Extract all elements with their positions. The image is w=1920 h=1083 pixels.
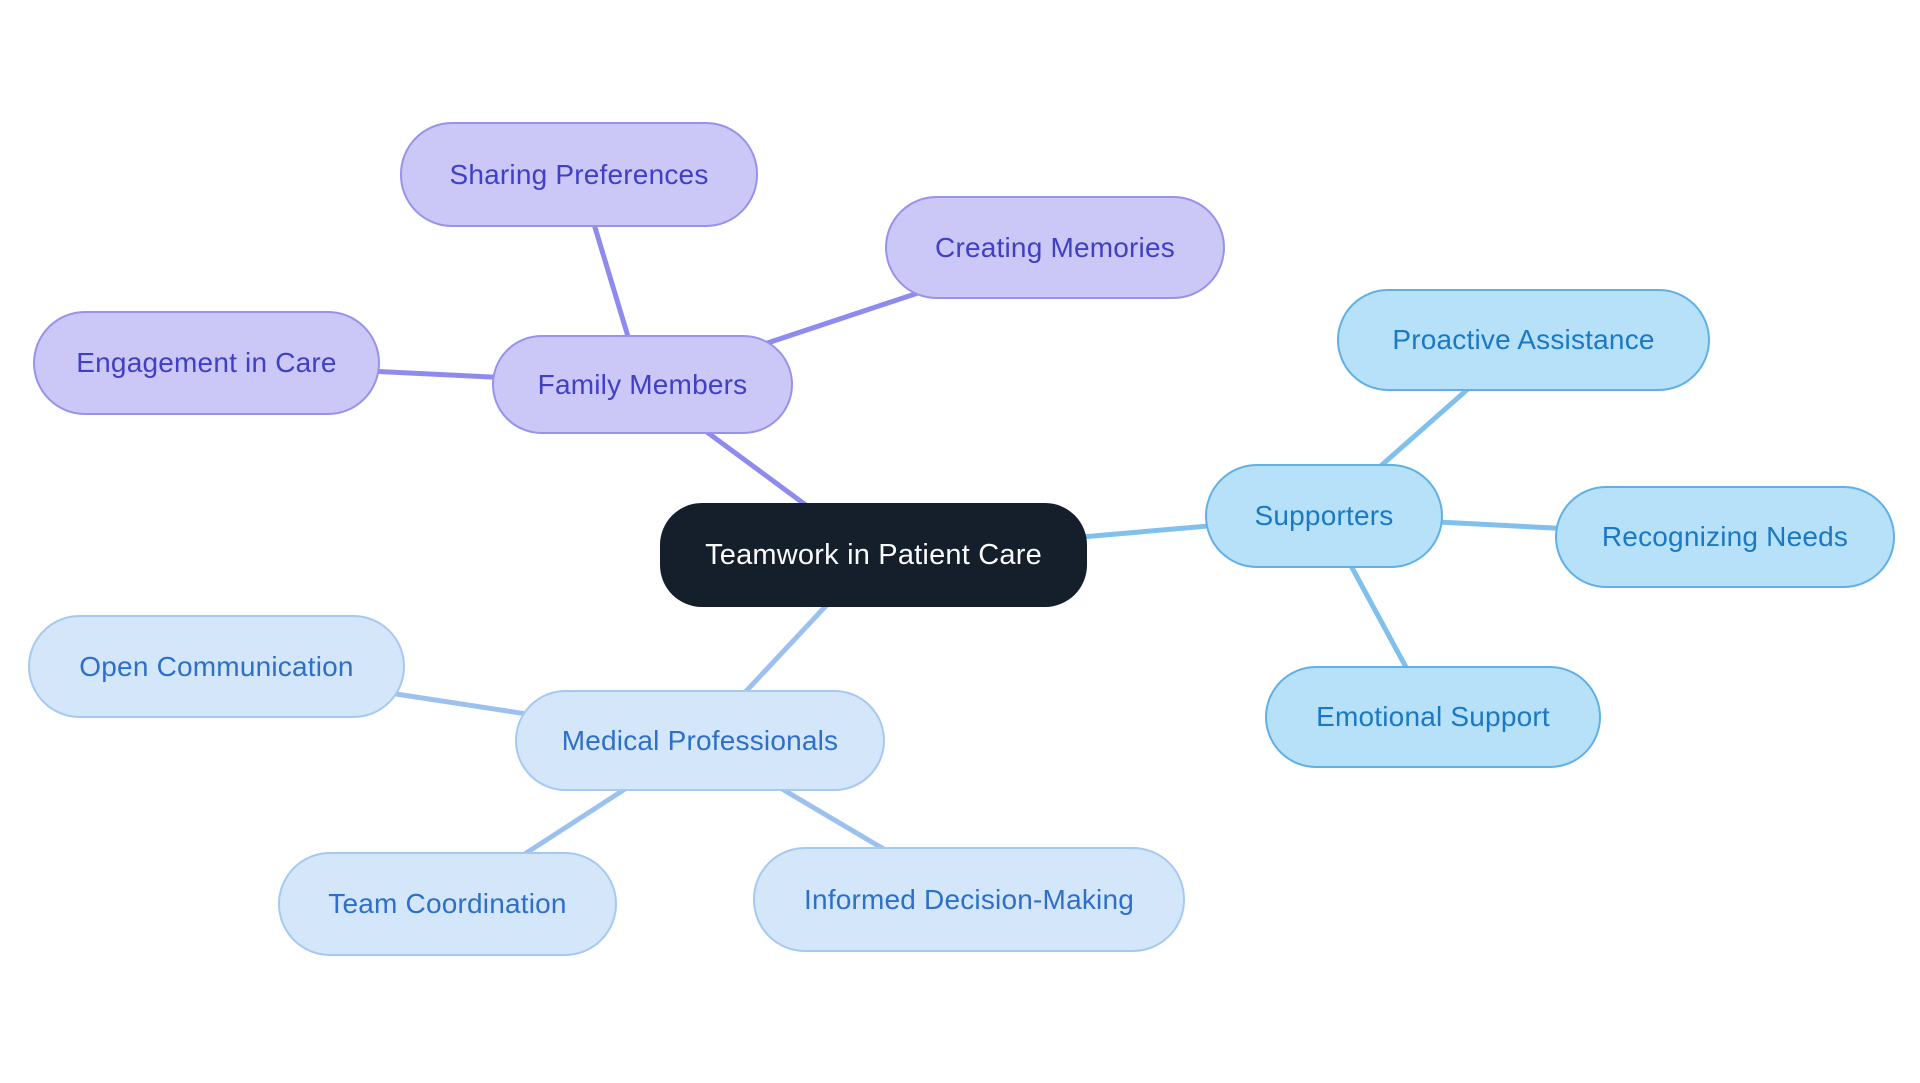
branch-node-medical-professionals[interactable]: Medical Professionals <box>515 690 885 791</box>
child-node-engagement-in-care[interactable]: Engagement in Care <box>33 311 380 415</box>
child-node-open-communication[interactable]: Open Communication <box>28 615 405 718</box>
child-node-informed-decision-making[interactable]: Informed Decision-Making <box>753 847 1185 952</box>
child-node-sharing-preferences[interactable]: Sharing Preferences <box>400 122 758 227</box>
central-node-central[interactable]: Teamwork in Patient Care <box>660 503 1087 607</box>
branch-node-medical-professionals-label: Medical Professionals <box>561 724 839 756</box>
child-node-sharing-preferences-label: Sharing Preferences <box>449 158 709 190</box>
child-node-emotional-support-label: Emotional Support <box>1316 701 1550 732</box>
child-node-proactive-assistance-label: Proactive Assistance <box>1392 324 1655 355</box>
branch-node-family-members[interactable]: Family Members <box>492 335 793 434</box>
child-node-creating-memories-label: Creating Memories <box>935 231 1175 263</box>
central-node-central-label: Teamwork in Patient Care <box>705 538 1042 571</box>
child-node-team-coordination-label: Team Coordination <box>328 888 567 919</box>
branch-node-supporters[interactable]: Supporters <box>1205 464 1443 568</box>
branch-node-supporters-label: Supporters <box>1254 500 1394 531</box>
child-node-emotional-support[interactable]: Emotional Support <box>1265 666 1601 768</box>
branch-node-family-members-label: Family Members <box>537 368 748 400</box>
child-node-proactive-assistance[interactable]: Proactive Assistance <box>1337 289 1710 391</box>
child-node-open-communication-label: Open Communication <box>79 650 354 682</box>
child-node-creating-memories[interactable]: Creating Memories <box>885 196 1225 299</box>
child-node-engagement-in-care-label: Engagement in Care <box>76 347 337 378</box>
child-node-informed-decision-making-label: Informed Decision-Making <box>803 883 1135 915</box>
child-node-recognizing-needs[interactable]: Recognizing Needs <box>1555 486 1895 588</box>
child-node-team-coordination[interactable]: Team Coordination <box>278 852 617 956</box>
child-node-recognizing-needs-label: Recognizing Needs <box>1601 521 1849 552</box>
